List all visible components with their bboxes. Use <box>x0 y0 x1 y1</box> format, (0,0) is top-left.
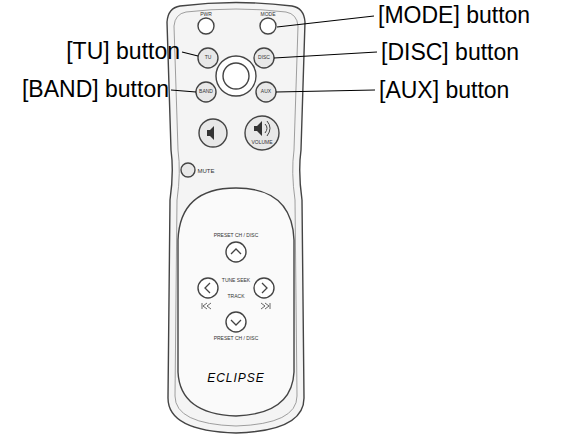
button-text: PWR <box>200 12 212 17</box>
button-text: TU <box>205 55 212 60</box>
button-text: PRESET CH / DISC <box>214 336 259 341</box>
brand-logo: ECLIPSE <box>207 372 265 384</box>
button-text: MODE <box>261 12 276 17</box>
callout-label: [BAND] button <box>22 78 169 101</box>
callout-label: [DISC] button <box>381 41 519 64</box>
button-text: TUNE SEEK <box>222 278 250 283</box>
button-text: TRACK <box>228 294 245 299</box>
button-text: VOLUME <box>251 140 272 145</box>
button-text: BAND <box>199 89 213 94</box>
callout-label: [MODE] button <box>378 4 530 27</box>
button-text: AUX <box>261 89 271 94</box>
button-text: DISC <box>258 55 270 60</box>
callout-label: [TU] button <box>66 40 180 63</box>
button-text: MUTE <box>198 168 215 174</box>
button-text: PRESET CH / DISC <box>214 233 259 238</box>
callout-label: [AUX] button <box>379 79 509 102</box>
